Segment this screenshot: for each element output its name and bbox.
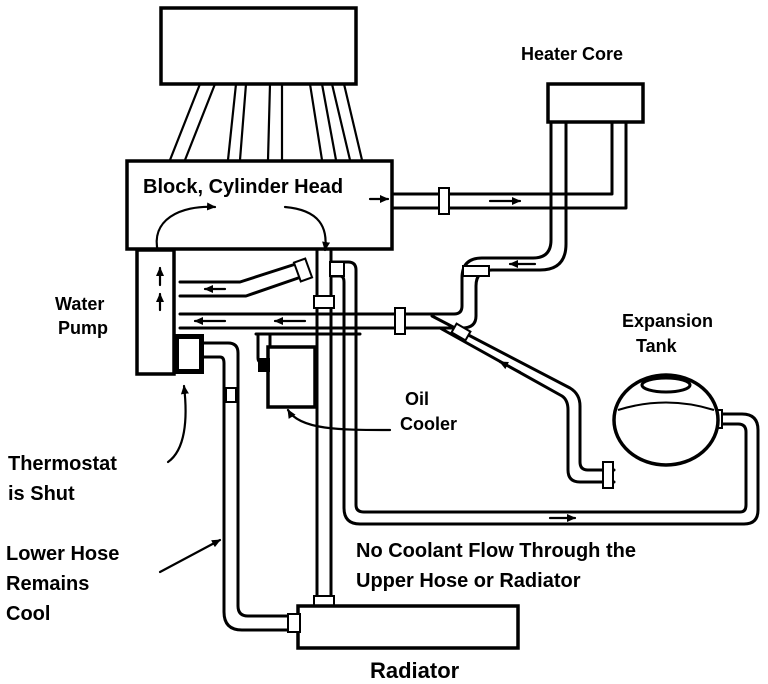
tank-outlet-clamp (602, 461, 614, 489)
oil-cooler-fitting (258, 358, 270, 372)
expansion-tank-cap (640, 376, 692, 394)
expansion-tank-body (612, 373, 720, 467)
upper-hose-clamp-top (313, 295, 335, 309)
expansion-tank-label-2: Tank (636, 336, 678, 356)
oil-cooler-label-1: Oil (405, 389, 429, 409)
heater-return-clamp (462, 265, 490, 277)
oil-cooler-box (266, 345, 317, 409)
lower-hose-label-1: Lower Hose (6, 543, 119, 565)
radiator-label: Radiator (370, 658, 460, 683)
water-pump-box (135, 248, 176, 376)
water-pump-label-1: Water (55, 294, 104, 314)
expansion-tank-label-1: Expansion (622, 311, 713, 331)
radiator-inlet-clamp (287, 613, 301, 633)
lower-hose-label-2: Remains (6, 573, 89, 595)
oil-cooler-label-2: Cooler (400, 414, 457, 434)
block-head-label: Block, Cylinder Head (143, 176, 343, 198)
heater-supply-hose (390, 118, 628, 210)
heater-hose-clamp (438, 187, 450, 215)
expansion-hose-clamp (450, 322, 472, 342)
bypass-clamp (394, 307, 406, 335)
top-engine-box (159, 6, 358, 86)
water-pump-label-2: Pump (58, 318, 108, 338)
lower-hose-label-3: Cool (6, 603, 50, 625)
lower-hose-pointer (158, 538, 222, 574)
thermostat-label-1: Thermostat (8, 453, 117, 475)
expansion-return-hose (330, 260, 760, 526)
no-flow-note-1: No Coolant Flow Through the (356, 540, 636, 562)
lower-radiator-hose (202, 341, 292, 632)
upper-bypass-hose (178, 260, 306, 298)
block-cylinder-head-box (125, 159, 394, 251)
no-flow-note-2: Upper Hose or Radiator (356, 570, 581, 592)
head-outlet-clamp (329, 261, 345, 277)
oil-cooler-pointer (286, 408, 392, 432)
block-flow-arrow-right (283, 205, 331, 252)
intake-runner-lines (168, 82, 364, 162)
upper-bypass-clamp (292, 257, 314, 283)
heater-core-label: Heater Core (521, 44, 623, 64)
thermostat-label-2: is Shut (8, 483, 75, 505)
radiator-box (296, 604, 520, 650)
block-flow-arrow-left (155, 202, 217, 254)
expansion-outlet-hose (430, 314, 616, 484)
heater-core-box (546, 82, 645, 124)
lower-hose-clamp (225, 387, 237, 403)
thermostat-pointer (166, 384, 189, 464)
